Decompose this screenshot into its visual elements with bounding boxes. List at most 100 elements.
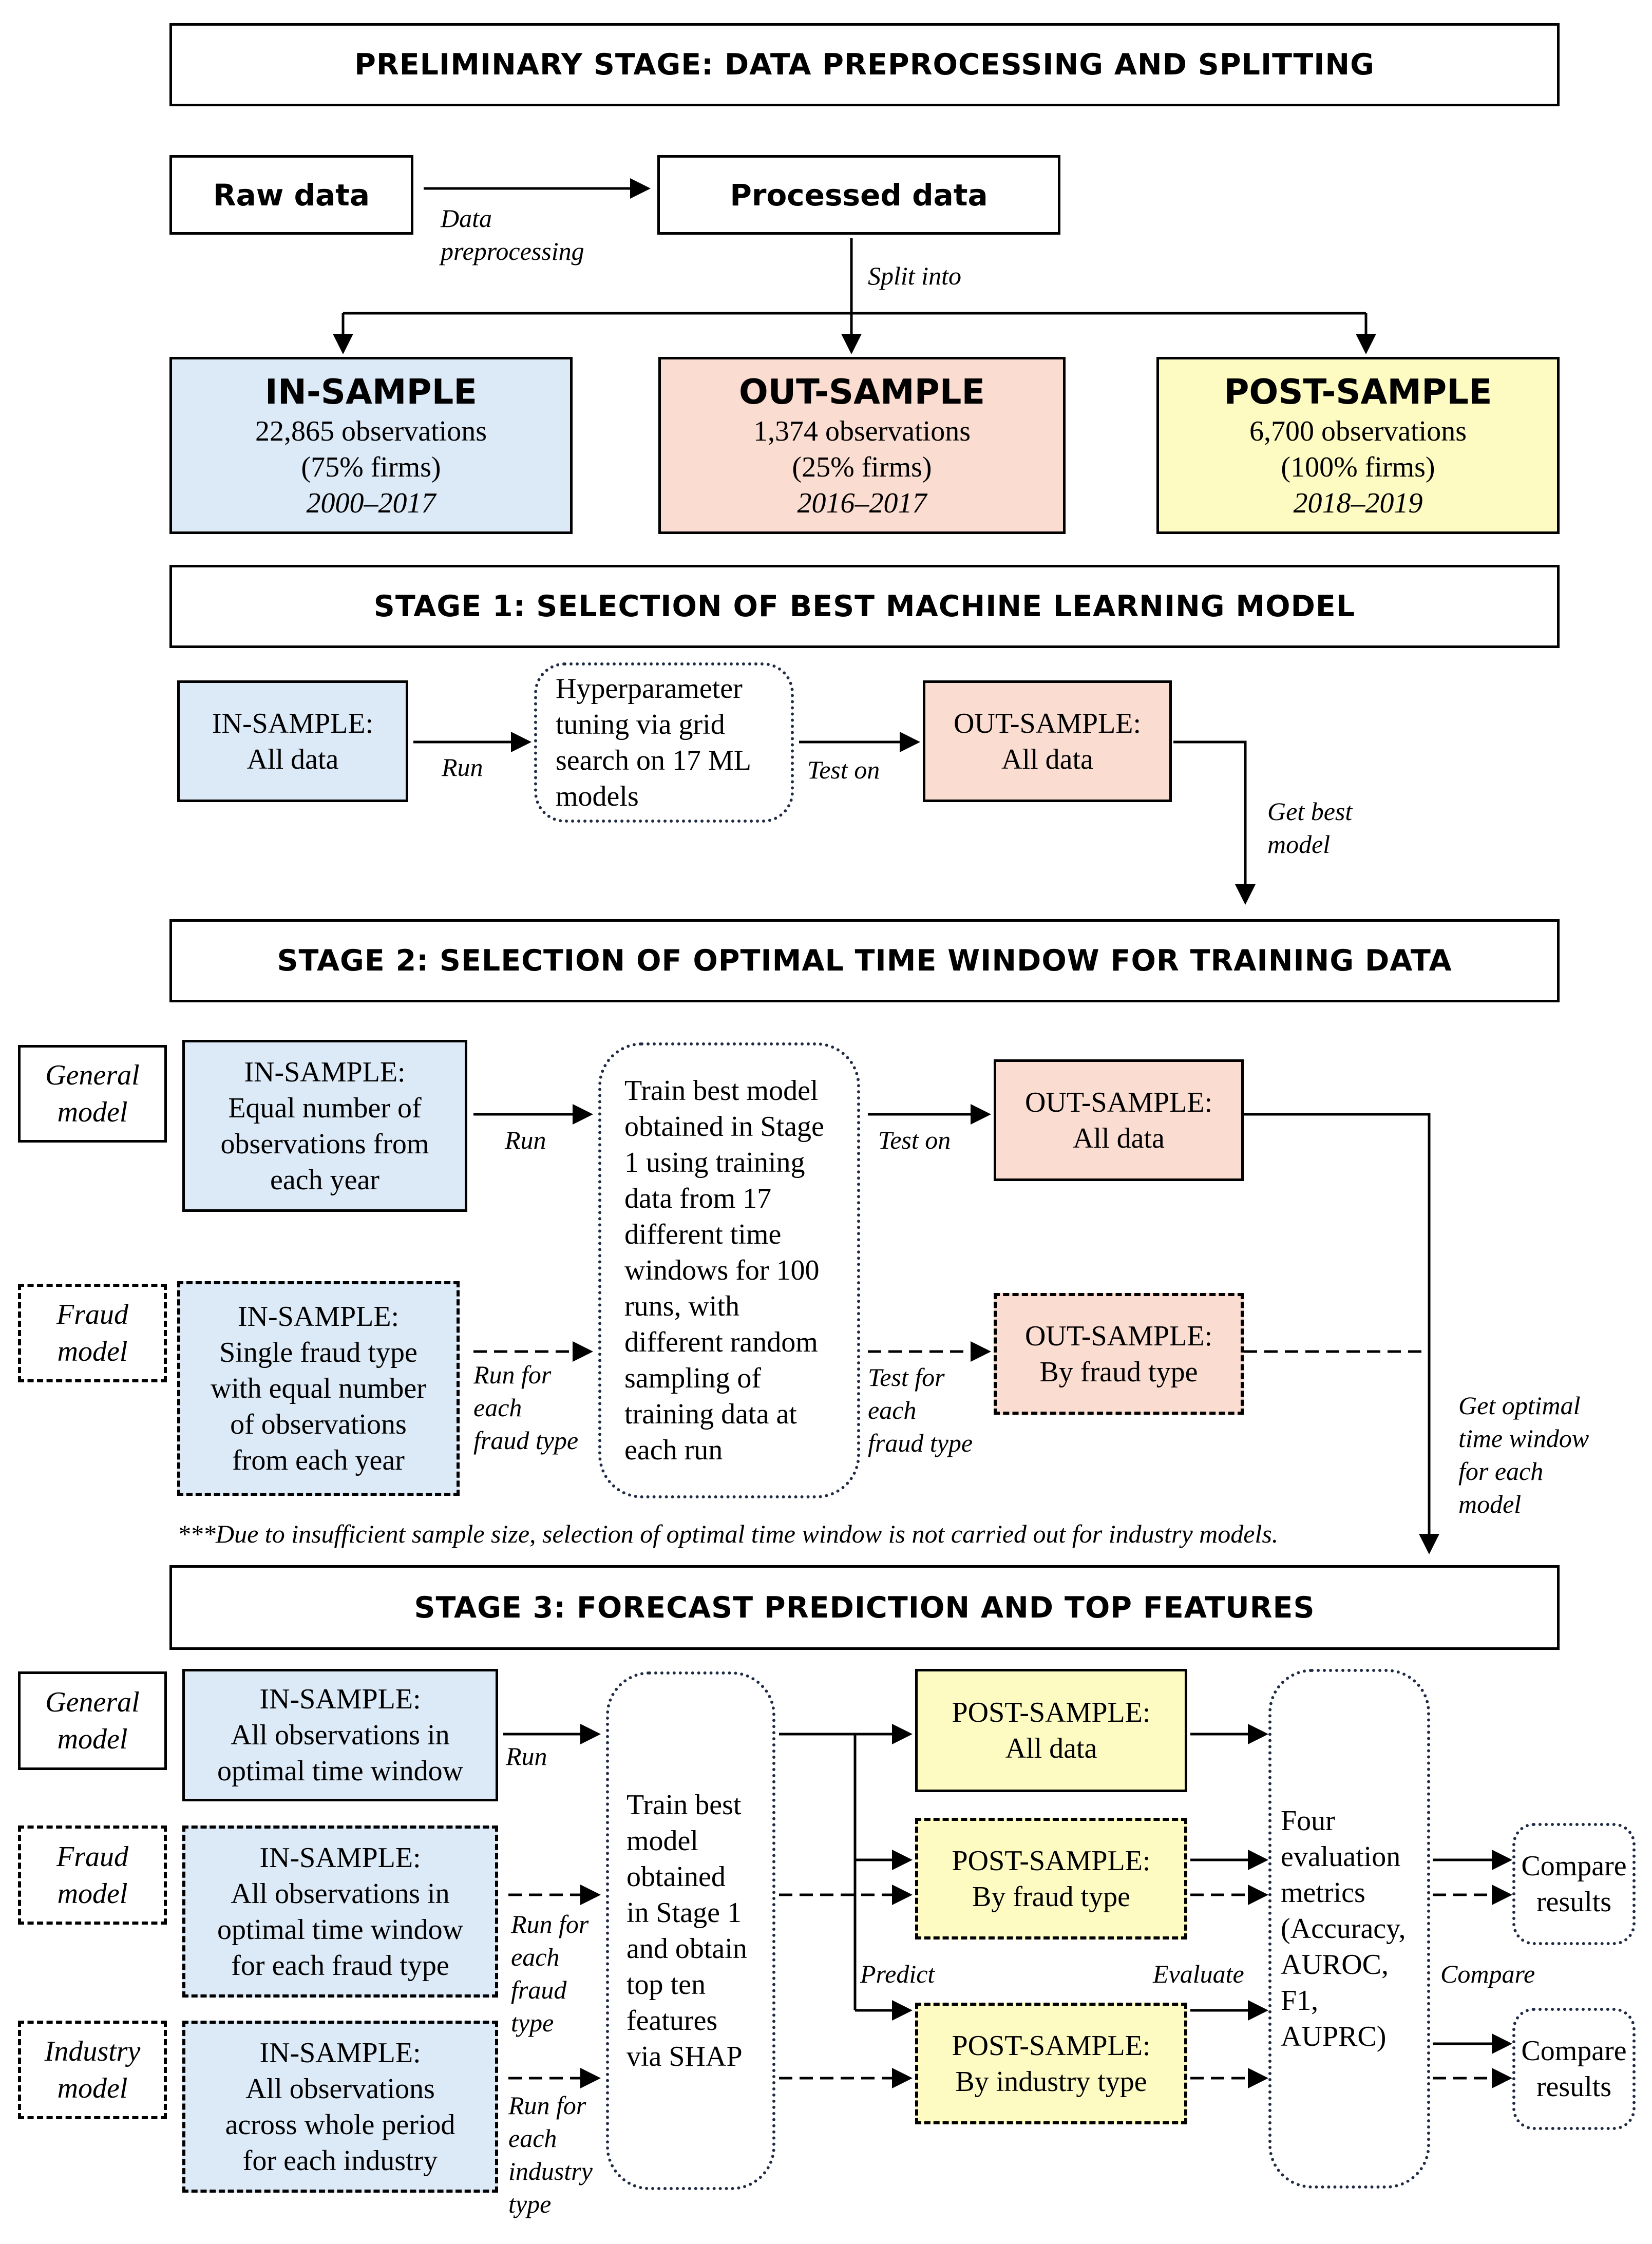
s2-train-line6: windows for 100 (624, 1254, 820, 1286)
s2-test-fraud-line2: each (868, 1396, 917, 1424)
s3-post-general-line2: All data (1005, 1733, 1097, 1764)
raw-data-box: Raw data (169, 155, 413, 235)
s3-run-fraud-line2: each (511, 1943, 560, 1971)
s3-train-line6: top ten (626, 1969, 706, 2001)
s2-out-fraud-line2: By fraud type (1039, 1356, 1198, 1388)
raw-data-label: Raw data (213, 177, 370, 213)
out-sample-summary-box: OUT-SAMPLE 1,374 observations (25% firms… (658, 357, 1066, 534)
s3-post-general-line1: POST-SAMPLE: (952, 1697, 1151, 1728)
s2-train-line3: 1 using training (624, 1147, 805, 1178)
stage1-header: STAGE 1: SELECTION OF BEST MACHINE LEARN… (169, 565, 1560, 648)
evaluate-label: Evaluate (1153, 1957, 1244, 1990)
stage1-in-sample-box: IN-SAMPLE: All data (177, 680, 408, 802)
stage2-run-text: Run (505, 1126, 546, 1154)
s2-out-general-line2: All data (1073, 1122, 1165, 1154)
post-sample-title: POST-SAMPLE (1224, 371, 1492, 412)
s3-in-general-line3: optimal time window (217, 1755, 464, 1787)
metrics-line3: metrics (1281, 1877, 1365, 1909)
stage2-header: STAGE 2: SELECTION OF OPTIMAL TIME WINDO… (169, 919, 1560, 1002)
stage1-in-sample-line2: All data (246, 743, 339, 775)
post-sample-observations: 6,700 observations (1249, 415, 1467, 447)
stage3-general-model-label: General model (18, 1671, 167, 1770)
stage2-fraud-model-label: Fraud model (18, 1284, 167, 1382)
line-s3-predict (779, 1733, 857, 2010)
tuning-line3: search on 17 ML (556, 745, 752, 776)
optimal-window-line3: for each (1458, 1457, 1544, 1486)
s2-in-general-line3: observations from (220, 1128, 429, 1160)
stage2-out-sample-fraud-box: OUT-SAMPLE: By fraud type (994, 1293, 1244, 1415)
s3-fraud-model-line1: Fraud (56, 1840, 128, 1873)
s3-run-industry-line1: Run for (508, 2091, 586, 2120)
s2-train-line7: runs, with (624, 1290, 739, 1322)
optimal-window-line2: time window (1458, 1424, 1589, 1453)
s3-train-line3: obtained (626, 1861, 726, 1893)
s3-in-fraud-line1: IN-SAMPLE: (259, 1841, 421, 1874)
in-sample-summary-box: IN-SAMPLE 22,865 observations (75% firms… (169, 357, 573, 534)
s3-in-industry-line2: All observations (245, 2072, 435, 2105)
s3-post-industry-line1: POST-SAMPLE: (952, 2029, 1151, 2062)
stage3-train-box: Train best model obtained in Stage 1 and… (606, 1671, 775, 2190)
stage2-title: STAGE 2: SELECTION OF OPTIMAL TIME WINDO… (277, 944, 1452, 978)
s2-train-line2: obtained in Stage (624, 1111, 824, 1143)
s3-run-industry-line2: each (508, 2124, 557, 2153)
arrow-s1-best (1173, 740, 1256, 905)
metrics-line5: AUROC, (1281, 1949, 1389, 1981)
s3-in-general-line2: All observations in (231, 1719, 450, 1751)
stage2-test-label: Test on (878, 1124, 951, 1156)
metrics-line1: Four (1281, 1805, 1335, 1837)
tuning-line1: Hyperparameter (556, 673, 743, 705)
stage3-run-label: Run (506, 1740, 547, 1773)
tuning-line2: tuning via grid (556, 709, 725, 740)
s3-train-line8: via SHAP (626, 2041, 743, 2072)
post-sample-firms: (100% firms) (1281, 451, 1435, 483)
stage3-post-sample-fraud-box: POST-SAMPLE: By fraud type (915, 1818, 1187, 1939)
compare-results-box-1: Compare results (1512, 1823, 1636, 1945)
s2-train-line1: Train best model (624, 1075, 819, 1107)
stage3-run-fraud-label: Run for each fraud type (511, 1908, 588, 2039)
post-sample-years: 2018–2019 (1293, 487, 1423, 519)
s2-run-fraud-line2: each (473, 1393, 522, 1422)
stage2-fraud-model-line1: Fraud (56, 1299, 128, 1330)
metrics-line6: F1, (1281, 1985, 1319, 2017)
s2-in-fraud-line5: from each year (232, 1444, 405, 1476)
compare-text: Compare (1440, 1960, 1535, 1988)
stage3-industry-model-label: Industry model (18, 2021, 167, 2119)
out-sample-observations: 1,374 observations (753, 415, 971, 447)
s2-out-general-line1: OUT-SAMPLE: (1024, 1086, 1213, 1118)
out-sample-years: 2016–2017 (797, 487, 927, 519)
get-best-model-label: Get best model (1267, 795, 1352, 861)
split-into-text: Split into (868, 261, 961, 290)
s2-train-line10: training data at (624, 1398, 797, 1430)
stage2-general-model-line2: model (57, 1096, 128, 1128)
s3-industry-model-line1: Industry (44, 2036, 141, 2067)
stage2-in-sample-general-box: IN-SAMPLE: Equal number of observations … (182, 1040, 467, 1212)
s2-train-line5: different time (624, 1219, 782, 1250)
preliminary-stage-header: PRELIMINARY STAGE: DATA PREPROCESSING AN… (169, 23, 1560, 106)
predict-text: Predict (860, 1960, 935, 1988)
out-sample-title: OUT-SAMPLE (738, 371, 985, 412)
s2-in-fraud-line2: Single fraud type (219, 1337, 417, 1368)
stage1-test-text: Test on (807, 755, 880, 784)
s3-in-industry-line4: for each industry (242, 2144, 438, 2177)
s3-in-general-line1: IN-SAMPLE: (259, 1683, 421, 1715)
s3-train-line4: in Stage 1 (626, 1897, 742, 1929)
stage2-train-box: Train best model obtained in Stage 1 usi… (598, 1042, 860, 1498)
in-sample-title: IN-SAMPLE (264, 371, 478, 412)
get-optimal-window-label: Get optimal time window for each model (1458, 1389, 1589, 1520)
s2-out-fraud-line1: OUT-SAMPLE: (1024, 1320, 1213, 1352)
s3-general-model-line2: model (57, 1723, 128, 1755)
s3-run-fraud-line4: type (511, 2008, 554, 2037)
s3-in-fraud-line3: optimal time window (217, 1913, 464, 1946)
stage2-run-fraud-label: Run for each fraud type (473, 1358, 578, 1457)
s2-in-fraud-line1: IN-SAMPLE: (237, 1301, 400, 1333)
compare1-line2: results (1536, 1886, 1612, 1918)
hyperparameter-tuning-box: Hyperparameter tuning via grid search on… (534, 662, 794, 823)
data-preprocessing-label-line2: preprocessing (441, 237, 584, 265)
stage3-run-industry-label: Run for each industry type (508, 2089, 593, 2220)
s3-post-industry-line2: By industry type (955, 2065, 1147, 2098)
s3-run-fraud-line1: Run for (511, 1910, 589, 1938)
stage2-general-model-line1: General (45, 1059, 140, 1091)
in-sample-firms: (75% firms) (301, 451, 441, 483)
s3-fraud-model-line2: model (57, 1877, 128, 1910)
